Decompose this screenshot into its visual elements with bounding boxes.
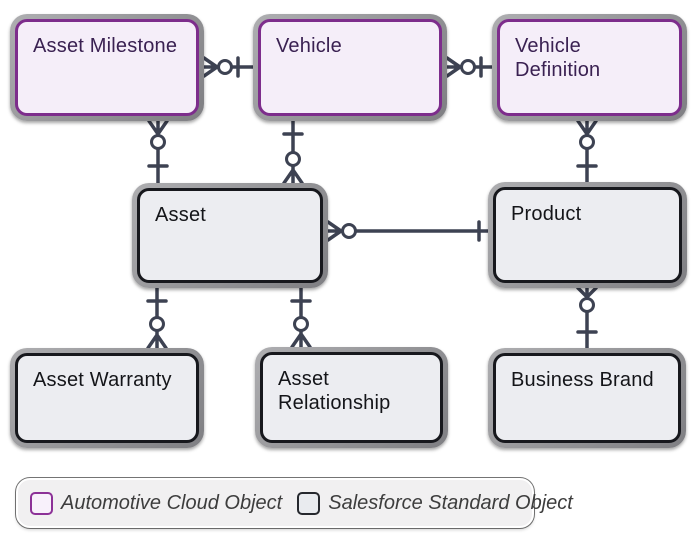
crow-foot-many-one-line: [576, 286, 598, 350]
connector-asset-milestone-asset: [147, 119, 169, 185]
entity-asset: Asset: [132, 183, 328, 288]
entity-asset-milestone: Asset Milestone: [10, 14, 204, 121]
crow-foot-many-one-line: [147, 119, 169, 185]
entity-label: Asset Relationship: [260, 352, 443, 443]
entity-vehicle: Vehicle: [253, 14, 447, 121]
crow-foot-many-one-line: [576, 119, 598, 184]
connector-asset-product: [326, 220, 490, 242]
connector-asset-asset-relationship: [290, 286, 312, 349]
automotive-cloud-object-swatch-icon: [30, 491, 53, 515]
connector-vehicle-asset: [282, 119, 304, 185]
entity-label: Asset Milestone: [15, 19, 199, 116]
entity-label: Vehicle: [258, 19, 442, 116]
entity-label: Business Brand: [493, 353, 681, 443]
legend-label-standard: Salesforce Standard Object: [328, 491, 573, 514]
entity-label: Product: [493, 187, 682, 283]
legend: Automotive Cloud Object Salesforce Stand…: [16, 478, 573, 528]
connector-vehicle-vehicle-definition: [445, 56, 494, 78]
zero-cardinality-circle: [460, 59, 476, 75]
zero-cardinality-circle: [293, 316, 309, 332]
entity-label: Vehicle Definition: [497, 19, 682, 116]
zero-cardinality-circle: [341, 223, 357, 239]
connector-asset-milestone-vehicle: [202, 56, 255, 78]
salesforce-standard-object-swatch-icon: [297, 491, 321, 515]
zero-cardinality-circle: [150, 134, 166, 150]
zero-cardinality-circle: [285, 151, 301, 167]
zero-cardinality-circle: [579, 134, 595, 150]
entity-asset-relationship: Asset Relationship: [255, 347, 448, 448]
connector-product-business-brand: [576, 286, 598, 350]
entity-business-brand: Business Brand: [488, 348, 686, 448]
connector-vehicle-definition-product: [576, 119, 598, 184]
crow-foot-many-one-line: [326, 220, 490, 242]
legend-label-automotive: Automotive Cloud Object: [61, 491, 283, 514]
zero-cardinality-circle: [579, 297, 595, 313]
connector-asset-asset-warranty: [146, 286, 168, 350]
entity-asset-warranty: Asset Warranty: [10, 348, 204, 448]
zero-cardinality-circle: [149, 316, 165, 332]
entity-label: Asset Warranty: [15, 353, 199, 443]
entity-label: Asset: [137, 188, 323, 283]
entity-vehicle-definition: Vehicle Definition: [492, 14, 687, 121]
entity-product: Product: [488, 182, 687, 288]
zero-cardinality-circle: [217, 59, 233, 75]
